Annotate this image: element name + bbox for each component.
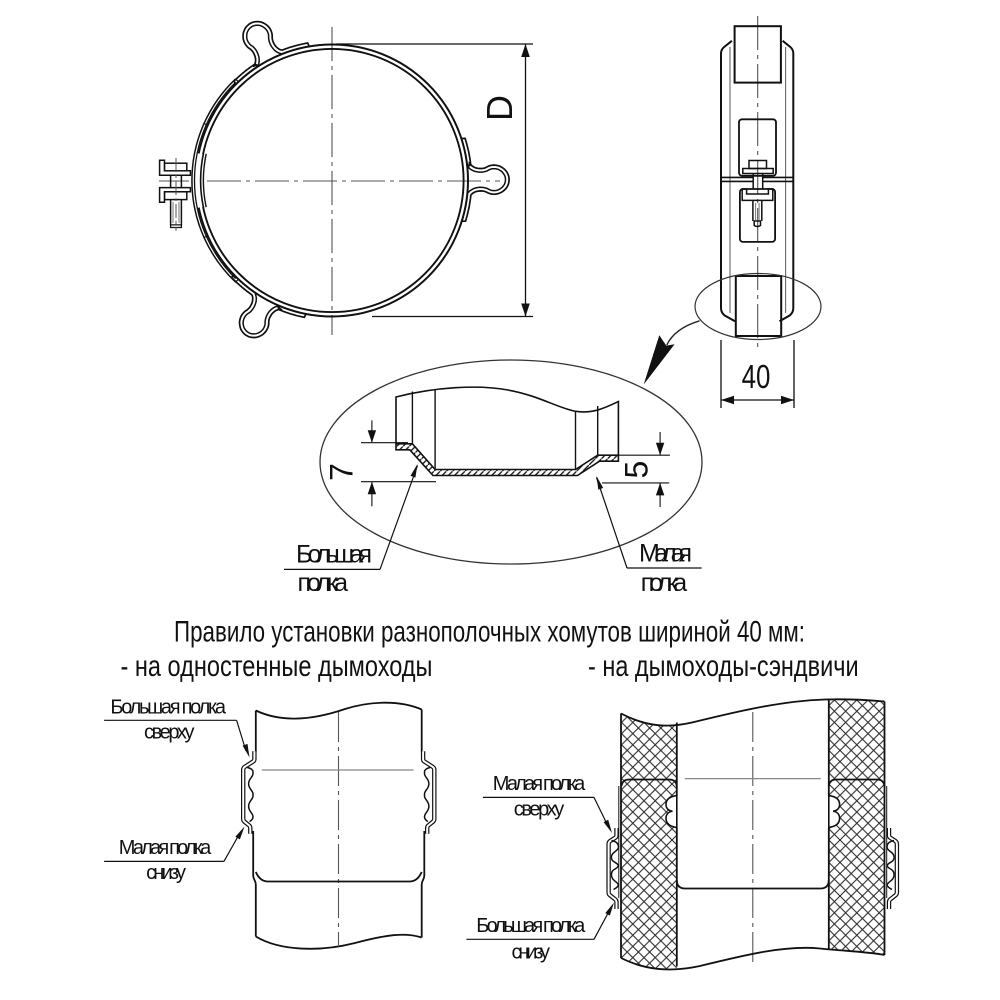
svg-text:D: D [479, 95, 520, 121]
svg-text:Правило установки разнополочны: Правило установки разнополочных хомутов … [174, 616, 805, 649]
svg-text:полка: полка [641, 569, 687, 597]
svg-text:сверху: сверху [514, 799, 565, 821]
svg-text:- на одностенные дымоходы: - на одностенные дымоходы [121, 650, 433, 683]
svg-text:полка: полка [298, 569, 349, 597]
svg-text:снизу: снизу [146, 862, 186, 884]
svg-text:Большая полка: Большая полка [476, 915, 586, 937]
svg-text:Большая полка: Большая полка [110, 696, 226, 718]
svg-text:Большая: Большая [296, 541, 372, 569]
svg-text:сверху: сверху [144, 721, 195, 743]
svg-text:Малая полка: Малая полка [493, 773, 586, 795]
svg-text:снизу: снизу [512, 942, 551, 964]
svg-text:7: 7 [324, 463, 360, 481]
svg-text:- на дымоходы-сэндвичи: - на дымоходы-сэндвичи [588, 650, 859, 683]
svg-text:Малая: Малая [639, 540, 692, 568]
svg-text:40: 40 [742, 358, 771, 395]
svg-text:Малая полка: Малая полка [119, 837, 212, 859]
svg-text:5: 5 [619, 461, 655, 479]
